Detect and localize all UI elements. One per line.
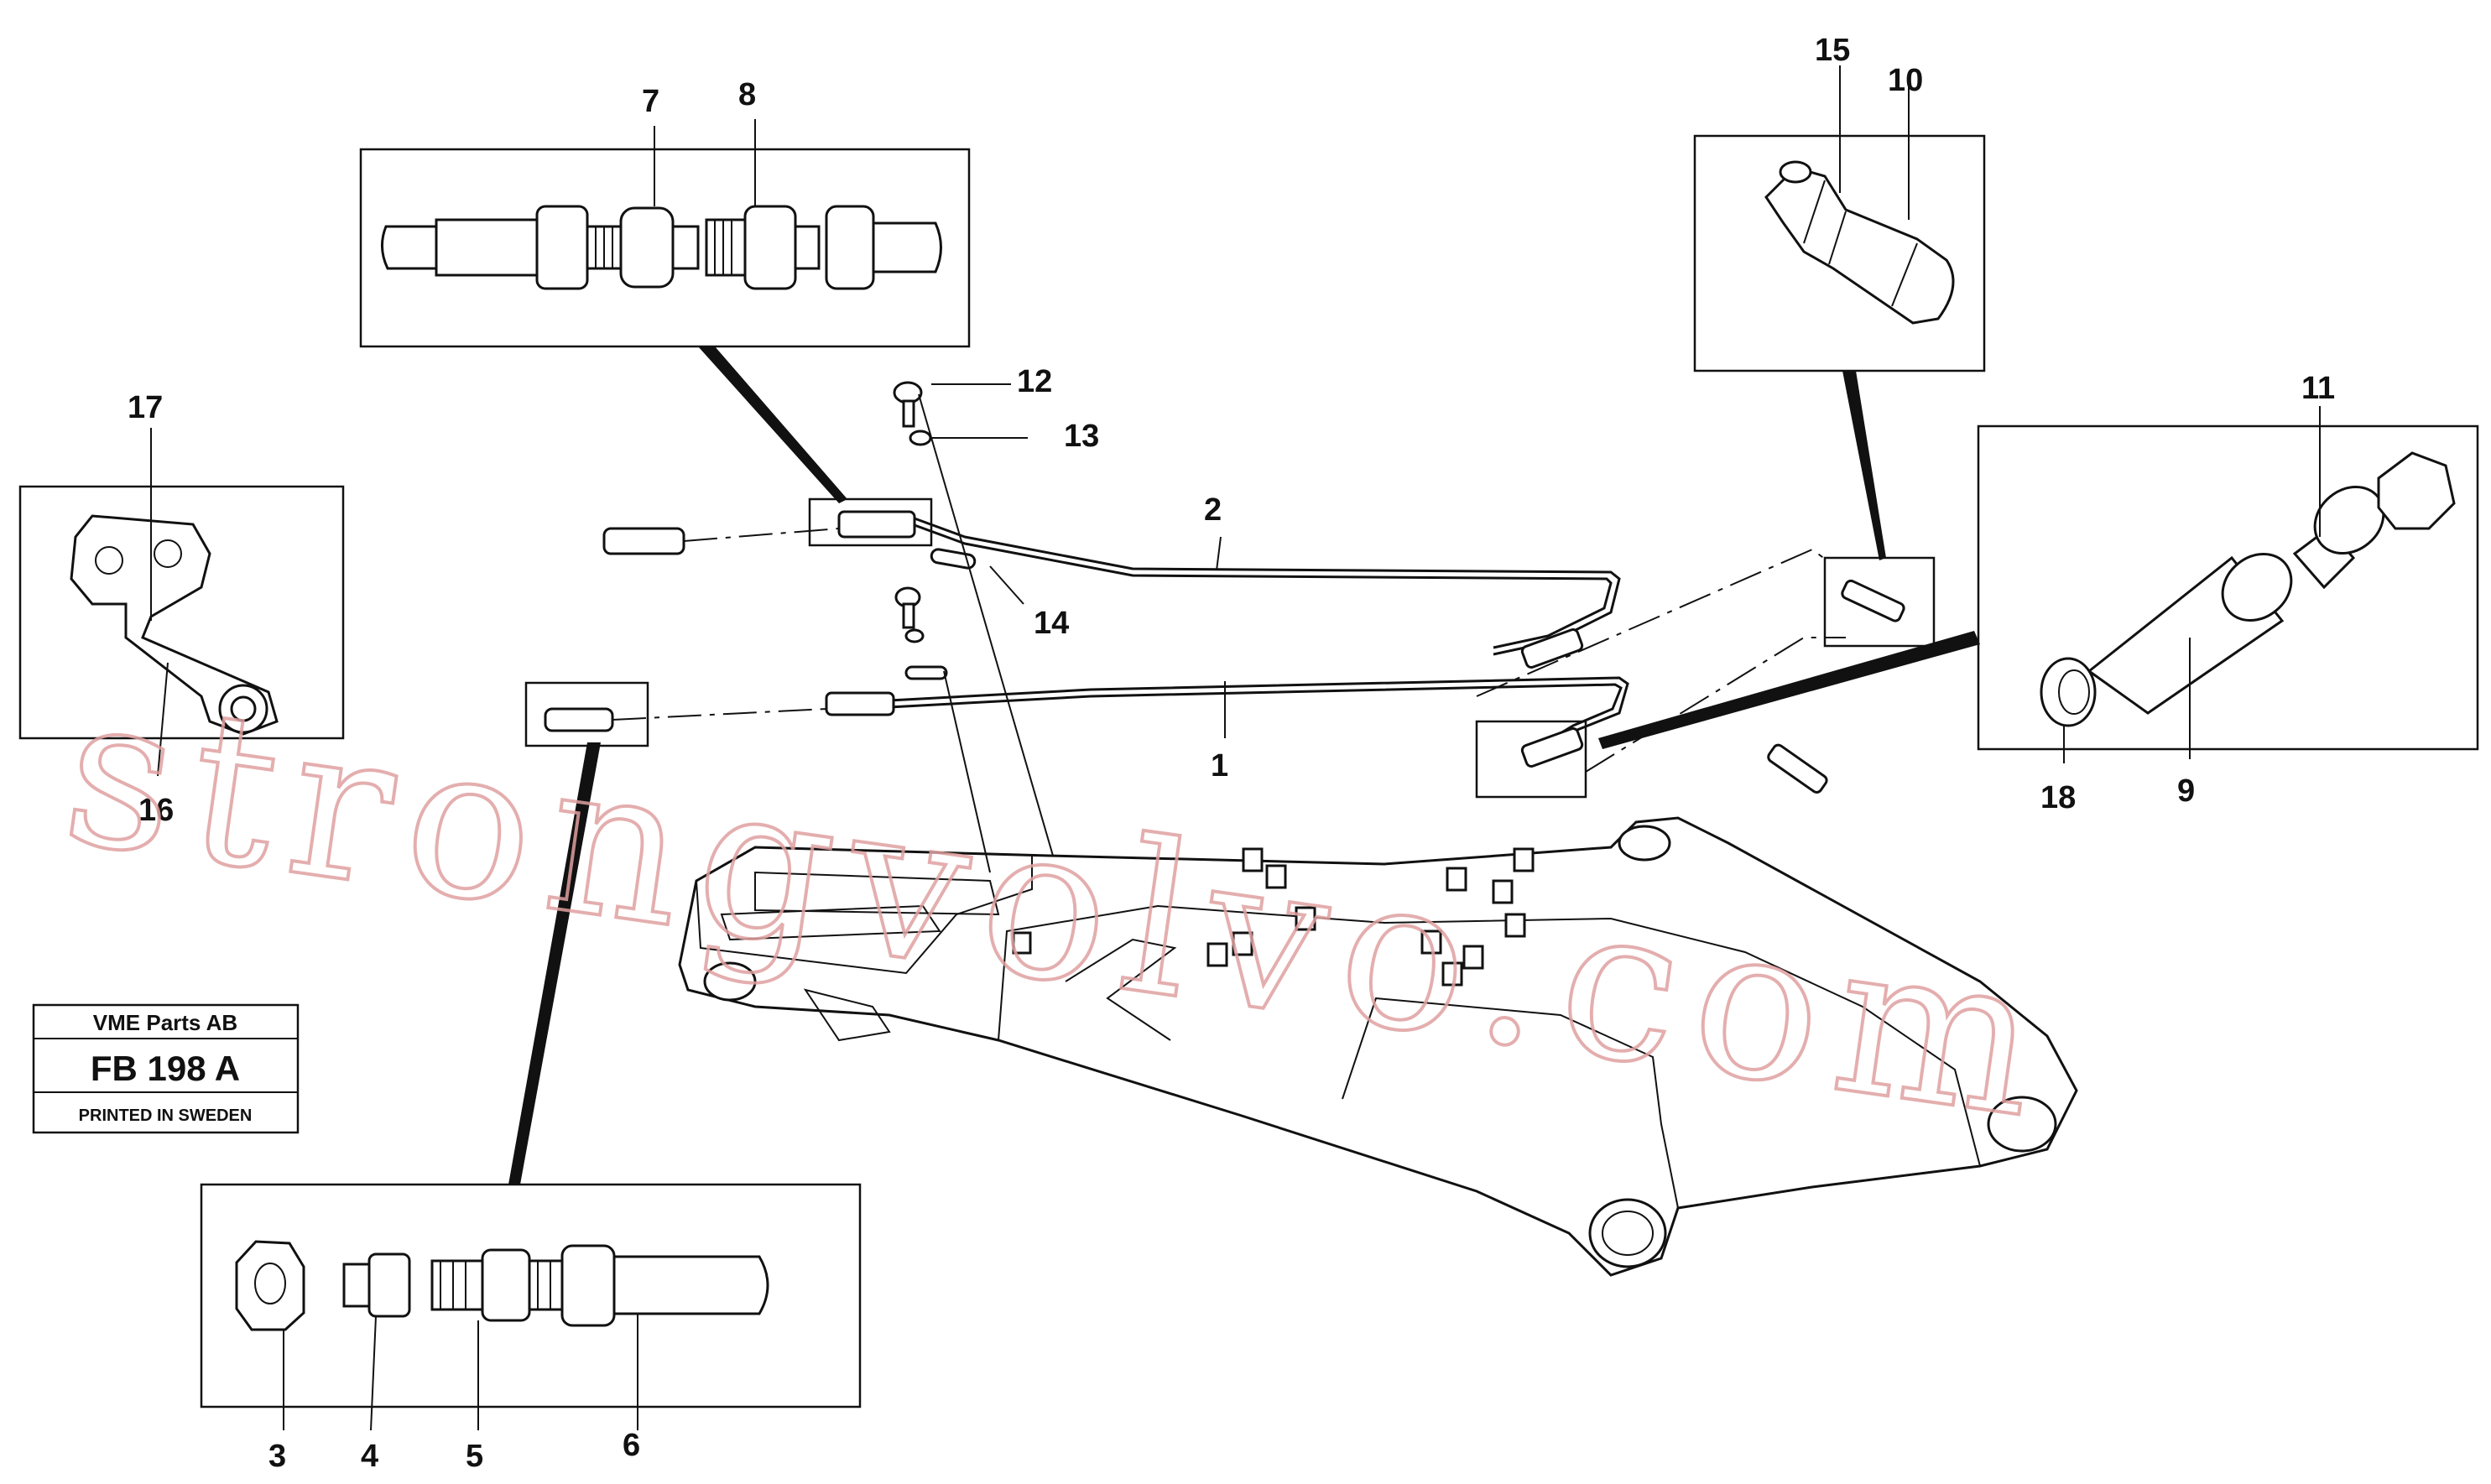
small-box-valve <box>1823 556 1936 648</box>
callout-16: 16 <box>138 793 174 828</box>
detail-box-couplings-3-6 <box>200 1183 862 1431</box>
watermark-text: strongvolvo.com <box>52 646 2068 1166</box>
title-block: VME Parts AB FB 198 A PRINTED IN SWEDEN <box>32 1003 300 1134</box>
detail-box-couplings-7-8 <box>359 119 971 348</box>
title-company: VME Parts AB <box>93 1010 237 1035</box>
callout-12: 12 <box>1017 364 1052 399</box>
callout-3: 3 <box>268 1439 286 1474</box>
clip-14 <box>930 548 977 570</box>
valve-small <box>1841 579 1905 622</box>
coupling-left-upper <box>602 527 685 555</box>
callout-13: 13 <box>1064 419 1099 454</box>
callout-4: 4 <box>361 1439 378 1474</box>
detail-box-fittings-11-9-18 <box>1977 406 2479 763</box>
callout-18: 18 <box>2040 780 2076 815</box>
callout-7: 7 <box>642 84 659 119</box>
callout-15: 15 <box>1815 33 1850 68</box>
detail-box-bracket-17-16 <box>18 428 345 777</box>
callout-5: 5 <box>466 1439 483 1474</box>
valve-loose <box>1767 743 1828 794</box>
pipe-1 <box>889 676 1629 742</box>
pipe-1-end-fitting <box>1520 727 1584 768</box>
title-drawing-number: FB 198 A <box>91 1049 240 1088</box>
pipe-1-fitting <box>825 691 895 716</box>
detail-box-valve-15-10 <box>1693 65 1986 372</box>
callout-9: 9 <box>2177 773 2195 809</box>
callout-14: 14 <box>1034 606 1069 641</box>
callout-2: 2 <box>1204 492 1222 528</box>
callout-10: 10 <box>1888 63 1923 98</box>
bolt-lower <box>894 586 948 680</box>
callout-11: 11 <box>2301 371 2335 406</box>
small-box-coupling-2 <box>808 497 933 547</box>
callout-17: 17 <box>128 390 163 425</box>
small-box-coupling-1 <box>524 681 649 747</box>
callout-8: 8 <box>738 77 756 112</box>
callout-1: 1 <box>1211 748 1228 784</box>
pipe-2-end-fitting <box>1520 628 1584 669</box>
title-footer: PRINTED IN SWEDEN <box>79 1106 253 1125</box>
boom-arm <box>678 816 2078 1277</box>
bolt-12 <box>893 381 923 428</box>
callouts: 7 8 15 10 12 13 2 14 1 17 16 11 18 9 3 4… <box>128 33 2335 1474</box>
callout-6: 6 <box>623 1428 640 1463</box>
pipe-2-fitting <box>837 510 916 539</box>
pipe-2 <box>914 517 1621 656</box>
bolt-axis-lower <box>943 670 991 873</box>
bolt-axis-upper <box>918 393 1054 857</box>
washer-13 <box>909 430 932 446</box>
small-box-coupling-end <box>1475 720 1587 799</box>
